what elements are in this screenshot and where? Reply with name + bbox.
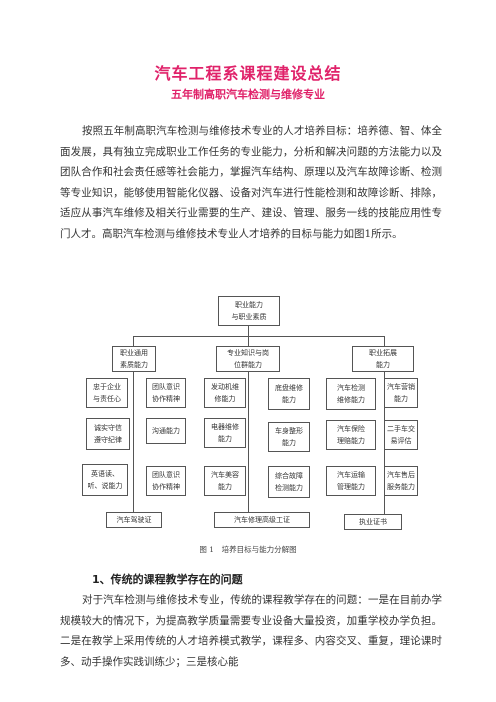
connector <box>133 336 134 346</box>
body-paragraph: 对于汽车检测与维修技术专业，传统的课程教学存在的问题：一是在目前办学规模较大的情… <box>60 594 442 668</box>
ability-node: 汽车检测 维修能力 <box>326 378 376 410</box>
ability-diagram: 职业能力 与职业素质 职业通用 素质能力 专业知识与岗 位群能力 职业拓展 能力… <box>78 290 418 536</box>
ability-node: 电器维修 能力 <box>204 418 246 448</box>
ability-node: 团队意识 协作精神 <box>146 378 186 408</box>
document-title: 汽车工程系课程建设总结 <box>154 64 342 83</box>
connector <box>248 336 249 346</box>
ability-node: 汽车保险 理赔能力 <box>326 420 376 450</box>
ability-node: 诚实守信 遵守纪律 <box>86 418 130 450</box>
category-node: 职业通用 素质能力 <box>112 346 156 372</box>
certificate-node: 汽车修理高级工证 <box>214 512 310 528</box>
connector <box>248 372 249 512</box>
section-heading: 1、传统的课程教学存在的问题 <box>92 573 243 586</box>
ability-node: 综合故障 检测能力 <box>268 466 310 498</box>
connector <box>133 336 384 337</box>
ability-node: 汽车运输 管理能力 <box>326 466 376 496</box>
ability-node: 车身整形 能力 <box>268 422 310 452</box>
category-node: 职业拓展 能力 <box>352 346 414 372</box>
category-node: 专业知识与岗 位群能力 <box>216 346 280 372</box>
ability-node: 团队意识 协作精神 <box>146 466 186 496</box>
document-subtitle: 五年制高职汽车检测与维修专业 <box>171 88 325 101</box>
connector <box>384 336 385 346</box>
ability-node: 汽车售后 服务能力 <box>384 466 418 496</box>
root-node: 职业能力 与职业素质 <box>218 296 280 326</box>
certificate-node: 汽车驾驶证 <box>106 512 162 528</box>
intro-paragraph: 按照五年制高职汽车检测与维修技术专业的人才培养目标：培养德、智、体全面发展，具有… <box>60 125 442 240</box>
ability-node: 汽车营销 能力 <box>384 378 418 408</box>
ability-node: 沟通能力 <box>146 418 186 444</box>
ability-node: 忠于企业 与责任心 <box>86 378 128 408</box>
ability-node: 底盘维修 能力 <box>268 378 310 410</box>
certificate-node: 执业证书 <box>344 514 402 530</box>
figure-caption: 图 1 培养目标与能力分解图 <box>199 545 297 554</box>
connector <box>133 372 134 516</box>
ability-node: 汽车美容 能力 <box>204 466 246 496</box>
ability-node: 发动机维 修能力 <box>204 378 246 408</box>
connector <box>248 326 249 336</box>
ability-node: 二手车交 易评估 <box>384 420 418 450</box>
ability-node: 英语读、 听、说能力 <box>82 464 128 496</box>
